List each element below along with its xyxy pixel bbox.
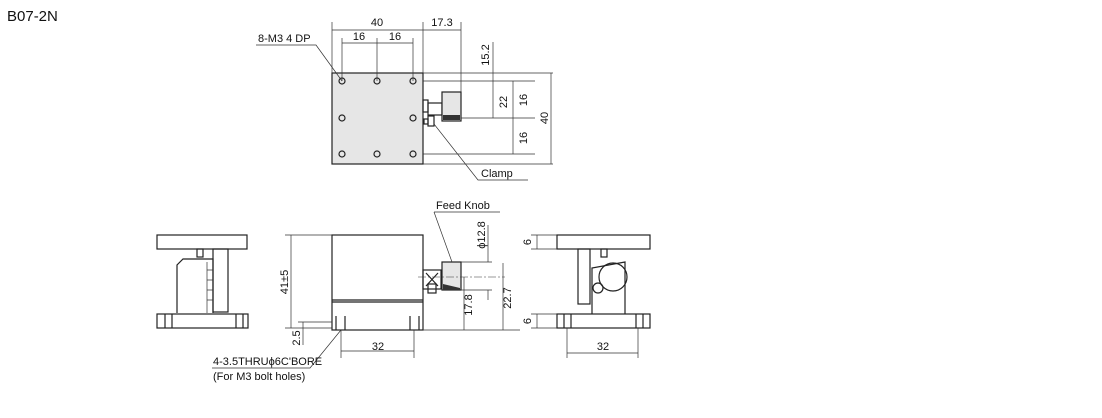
- label-counterbore-note: (For M3 bolt holes): [213, 371, 305, 383]
- dim-top-depth: 40: [539, 112, 551, 124]
- label-clamp: Clamp: [481, 168, 513, 180]
- right-side-view: 6 6 32: [522, 234, 651, 358]
- dim-22: 22: [498, 96, 510, 108]
- dim-knob-dia: ϕ12.8: [476, 221, 488, 249]
- dim-base-thk: 6: [522, 318, 534, 324]
- dim-base-step: 2.5: [291, 330, 303, 345]
- feed-knob-top: [441, 91, 462, 122]
- drawing-title: B07-2N: [7, 8, 58, 25]
- label-feed-knob: Feed Knob: [436, 200, 490, 212]
- dim-17-8: 17.8: [463, 294, 475, 315]
- left-side-view: [156, 234, 249, 329]
- front-view: 41±5 2.5 32 ϕ12.8 17.8 22.7 Feed Knob 4-…: [212, 200, 520, 383]
- stage-top-plate: [331, 72, 424, 165]
- dim-bolt-pitch-front: 32: [372, 341, 384, 353]
- dim-height: 41±5: [279, 270, 291, 294]
- dim-bolt-pitch-side: 32: [597, 341, 609, 353]
- clamp-top: [427, 115, 435, 127]
- label-tapped-holes: 8-M3 4 DP: [258, 33, 311, 45]
- dim-knob-offset: 17.3: [431, 17, 452, 29]
- dim-top-plate-thk: 6: [522, 239, 534, 245]
- dim-hole-pitch-2: 16: [389, 31, 401, 43]
- label-counterbore: 4-3.5THRUϕ6C'BORE: [213, 356, 322, 368]
- dim-knob-y: 15.2: [480, 44, 492, 65]
- dim-16-lower: 16: [518, 132, 530, 144]
- dim-16-upper: 16: [518, 94, 530, 106]
- dim-top-width: 40: [371, 17, 383, 29]
- dim-22-7: 22.7: [502, 287, 514, 308]
- top-view: 40 16 16 17.3 15.2 22 16 16 40 8-M3 4 DP…: [256, 17, 553, 181]
- dim-hole-pitch-1: 16: [353, 31, 365, 43]
